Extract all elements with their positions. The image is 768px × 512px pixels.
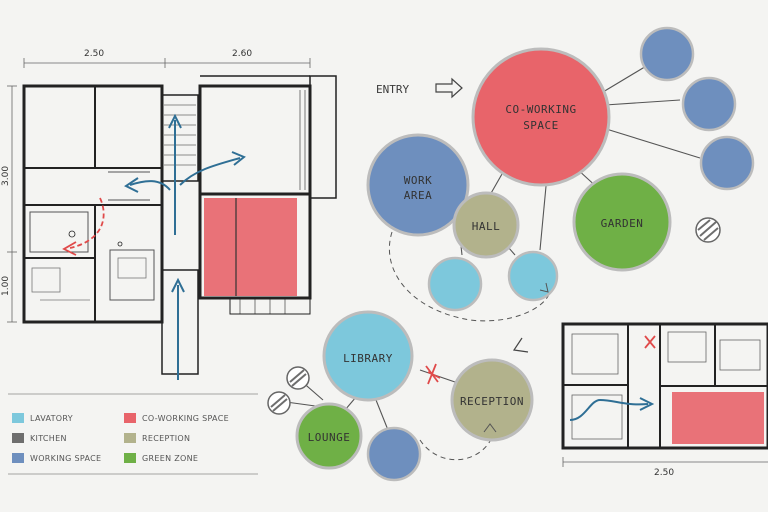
circulation-arrow-red	[62, 197, 105, 256]
dimension-bottom-right: 2.50	[654, 468, 674, 478]
bubble-hall-label: HALL	[472, 220, 501, 233]
arrow-mark-icon	[539, 282, 549, 293]
bubble-small-work-1	[639, 26, 695, 82]
floor-plan-right	[561, 322, 768, 467]
bubble-coworking	[471, 47, 611, 187]
entry-label: ENTRY	[376, 83, 409, 96]
bubble-hall	[452, 191, 520, 259]
coworking-zone-right-plan	[672, 392, 764, 444]
no-access-mark-right-icon	[644, 335, 656, 349]
circulation-arrows-left	[124, 113, 246, 380]
bubble-small-work-4	[366, 426, 422, 482]
legend-swatch	[124, 453, 136, 463]
legend-label: WORKING SPACE	[30, 454, 101, 463]
dimension-top-left: 2.50	[84, 49, 104, 59]
floor-plan-left	[7, 58, 337, 375]
bubble-coworking-label-1: CO-WORKING	[505, 103, 576, 116]
legend-label: KITCHEN	[30, 434, 67, 443]
legend-label: GREEN ZONE	[142, 454, 198, 463]
bubble-reception	[450, 358, 534, 442]
reception-arrow-icon	[483, 423, 497, 433]
bubble-library	[322, 310, 414, 402]
bubble-work-area-label-2: AREA	[404, 189, 433, 202]
bubble-work-area-label-1: WORK	[404, 174, 433, 187]
down-arrow-icon	[512, 337, 529, 353]
bubble-reception-label: RECEPTION	[460, 395, 524, 408]
legend-swatch	[12, 433, 24, 443]
legend-label: CO-WORKING SPACE	[142, 414, 229, 423]
bubble-coworking-label-2: SPACE	[523, 119, 559, 132]
bubble-lavatory-2	[507, 250, 559, 302]
bubble-small-work-2	[681, 76, 737, 132]
coworking-zone-left-plan	[204, 198, 297, 296]
dimension-top-right: 2.60	[232, 49, 252, 59]
bubble-lounge	[295, 402, 363, 470]
bubble-small-kitchen-1	[695, 217, 721, 243]
legend-label: RECEPTION	[142, 434, 190, 443]
no-access-mark-icon	[425, 363, 441, 385]
dimension-side-bottom: 1.00	[1, 276, 11, 296]
dimension-side-top: 3.00	[1, 166, 11, 186]
legend-label: LAVATORY	[30, 414, 73, 423]
legend-swatch	[12, 413, 24, 423]
legend-swatch	[12, 453, 24, 463]
bubble-garden-label: GARDEN	[601, 217, 644, 230]
legend: LAVATORY CO-WORKING SPACE KITCHEN RECEPTION…	[8, 393, 258, 475]
bubble-small-kitchen-3	[267, 391, 291, 415]
bubble-lounge-label: LOUNGE	[308, 431, 351, 444]
bubble-work-area	[366, 133, 470, 237]
legend-swatch	[124, 433, 136, 443]
entry-arrow	[435, 77, 463, 99]
bubble-small-kitchen-2	[286, 366, 310, 390]
legend-swatch	[124, 413, 136, 423]
bubble-small-work-3	[699, 135, 755, 191]
bubble-library-label: LIBRARY	[343, 352, 393, 365]
circulation-arrow-right	[569, 397, 655, 421]
bubble-garden	[572, 172, 672, 272]
bubble-lavatory-1	[427, 256, 483, 312]
